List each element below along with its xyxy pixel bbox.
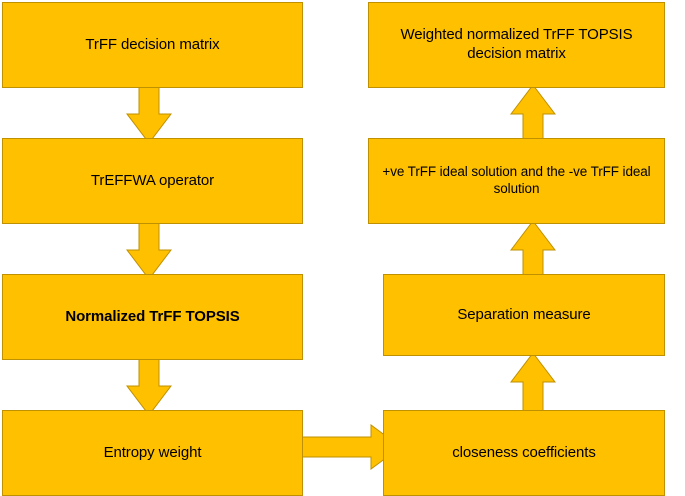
arrow-closeness-to-separation	[510, 352, 556, 414]
arrow-operator-to-normalized	[126, 220, 172, 280]
node-ideal-solutions[interactable]: +ve TrFF ideal solution and the -ve TrFF…	[368, 138, 665, 224]
node-trff-decision-matrix[interactable]: TrFF decision matrix	[2, 2, 303, 88]
node-treffwa-operator[interactable]: TrEFFWA operator	[2, 138, 303, 224]
arrow-ideal-to-weighted	[510, 84, 556, 144]
node-label-separation-measure: Separation measure	[457, 305, 591, 323]
node-closeness-coefficients[interactable]: closeness coefficients	[383, 410, 665, 496]
node-label-ideal-solutions: +ve TrFF ideal solution and the -ve TrFF…	[382, 164, 651, 196]
node-normalized-trff-topsis[interactable]: Normalized TrFF TOPSIS	[2, 274, 303, 360]
node-weighted-normalized-matrix[interactable]: Weighted normalized TrFF TOPSIS decision…	[368, 2, 665, 88]
node-separation-measure[interactable]: Separation measure	[383, 274, 665, 356]
node-label-treffwa-operator: TrEFFWA operator	[90, 171, 215, 189]
arrow-normalized-to-entropy	[126, 356, 172, 416]
node-label-trff-decision-matrix: TrFF decision matrix	[85, 35, 220, 53]
node-label-entropy-weight: Entropy weight	[103, 443, 202, 461]
node-label-normalized-trff-topsis: Normalized TrFF TOPSIS	[65, 307, 240, 325]
arrow-matrix-to-operator	[126, 84, 172, 144]
node-entropy-weight[interactable]: Entropy weight	[2, 410, 303, 496]
node-label-weighted-normalized-matrix: Weighted normalized TrFF TOPSIS decision…	[400, 26, 633, 62]
arrow-separation-to-ideal	[510, 220, 556, 280]
node-label-closeness-coefficients: closeness coefficients	[452, 443, 596, 461]
